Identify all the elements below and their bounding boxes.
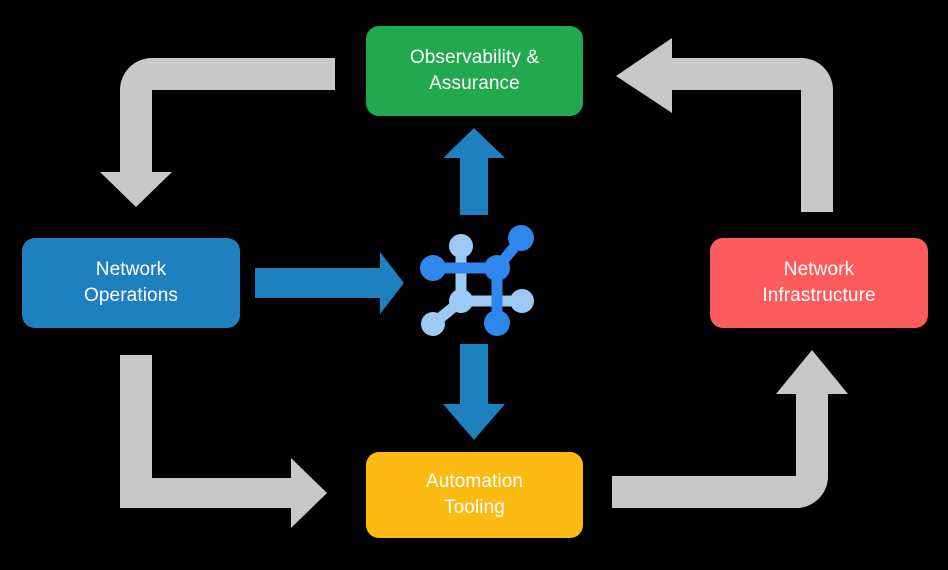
icon-node-light-center-bottom <box>449 289 473 313</box>
connector-automation-to-infrastructure-shaft <box>612 394 828 508</box>
connector-automation-to-infrastructure <box>612 350 848 508</box>
icon-link-light-diagonal-bottom-left <box>428 295 467 329</box>
icon-node-light-right <box>510 289 534 313</box>
icon-node-dark-bottom <box>484 310 510 336</box>
connector-observability-to-ops <box>100 58 335 207</box>
arrow-center-to-automation <box>443 344 505 440</box>
icon-link-dark-diagonal-top-right <box>491 233 527 274</box>
arrow-ops-to-center <box>255 252 404 314</box>
node-network-infrastructure[interactable]: Network Infrastructure <box>710 238 928 328</box>
connector-infrastructure-to-observability <box>616 38 833 212</box>
connector-ops-to-automation <box>120 355 327 528</box>
connector-ops-to-automation-curve <box>120 355 291 508</box>
icon-node-dark-center <box>484 255 510 281</box>
node-automation-tooling[interactable]: Automation Tooling <box>366 452 583 538</box>
node-observability-and-assurance[interactable]: Observability & Assurance <box>366 26 583 116</box>
arrow-center-to-observability <box>443 128 505 215</box>
icon-node-light-bottom-left <box>421 312 445 336</box>
node-network-operations[interactable]: Network Operations <box>22 238 240 328</box>
icon-node-dark-top-right <box>508 225 534 251</box>
icon-node-dark-left <box>420 255 446 281</box>
icon-node-light-top <box>449 234 473 258</box>
